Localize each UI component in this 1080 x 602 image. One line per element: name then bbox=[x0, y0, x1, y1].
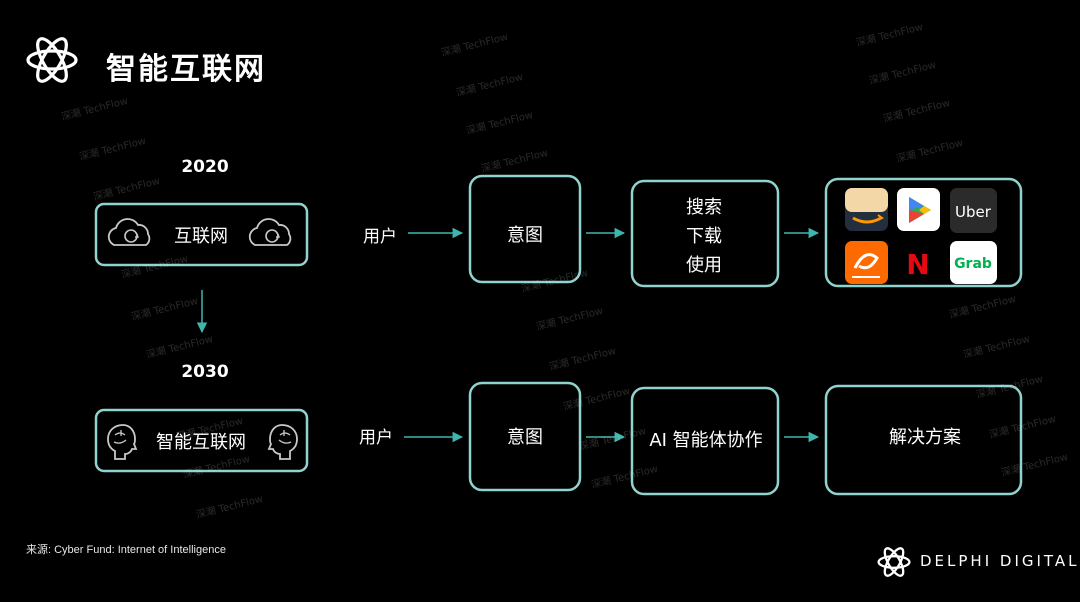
grab-icon: Grab bbox=[950, 241, 997, 284]
google-play-icon bbox=[897, 188, 940, 231]
year-2020-label: 2020 bbox=[181, 157, 228, 177]
uber-icon: Uber bbox=[950, 188, 997, 233]
brain-icon bbox=[267, 424, 298, 460]
ai-agent-collaboration-box bbox=[630, 386, 780, 496]
brain-icon bbox=[107, 424, 138, 460]
intelligent-internet-box-label: 智能互联网 bbox=[156, 432, 246, 453]
cloud-sync-icon bbox=[248, 218, 292, 246]
intent-box bbox=[468, 174, 582, 284]
action-use-label: 使用 bbox=[686, 255, 722, 276]
search-download-use-box bbox=[630, 179, 780, 288]
action-search-label: 搜索 bbox=[686, 197, 722, 218]
delphi-flower-logo-icon bbox=[877, 547, 911, 577]
amazon-icon bbox=[845, 188, 888, 231]
page-title: 智能互联网 bbox=[106, 52, 266, 87]
netflix-icon-label: N bbox=[906, 248, 929, 281]
solution-box bbox=[824, 384, 1023, 496]
intelligent-internet-box bbox=[94, 408, 309, 473]
cloud-sync-icon bbox=[107, 218, 151, 246]
year-2030-label: 2030 bbox=[181, 362, 228, 382]
internet-box-label: 互联网 bbox=[174, 226, 228, 247]
intent-box-label: 意图 bbox=[507, 427, 543, 448]
user-label: 用户 bbox=[359, 428, 393, 448]
user-label: 用户 bbox=[363, 227, 397, 247]
solution-box-label: 解决方案 bbox=[889, 427, 961, 448]
action-download-label: 下载 bbox=[686, 226, 722, 247]
delphi-flower-logo-icon bbox=[26, 37, 78, 83]
grab-icon-label: Grab bbox=[954, 256, 992, 272]
intent-box bbox=[468, 381, 582, 492]
footer-brand-name: DELPHI DIGITAL bbox=[920, 552, 1080, 570]
internet-box bbox=[94, 202, 309, 267]
netflix-icon: N bbox=[897, 241, 940, 284]
alibaba-icon bbox=[845, 241, 888, 284]
uber-icon-label: Uber bbox=[955, 203, 992, 221]
source-caption: 来源: Cyber Fund: Internet of Intelligence bbox=[26, 544, 226, 556]
intent-box-label: 意图 bbox=[507, 225, 543, 246]
ai-agent-collaboration-label: AI 智能体协作 bbox=[649, 430, 762, 451]
